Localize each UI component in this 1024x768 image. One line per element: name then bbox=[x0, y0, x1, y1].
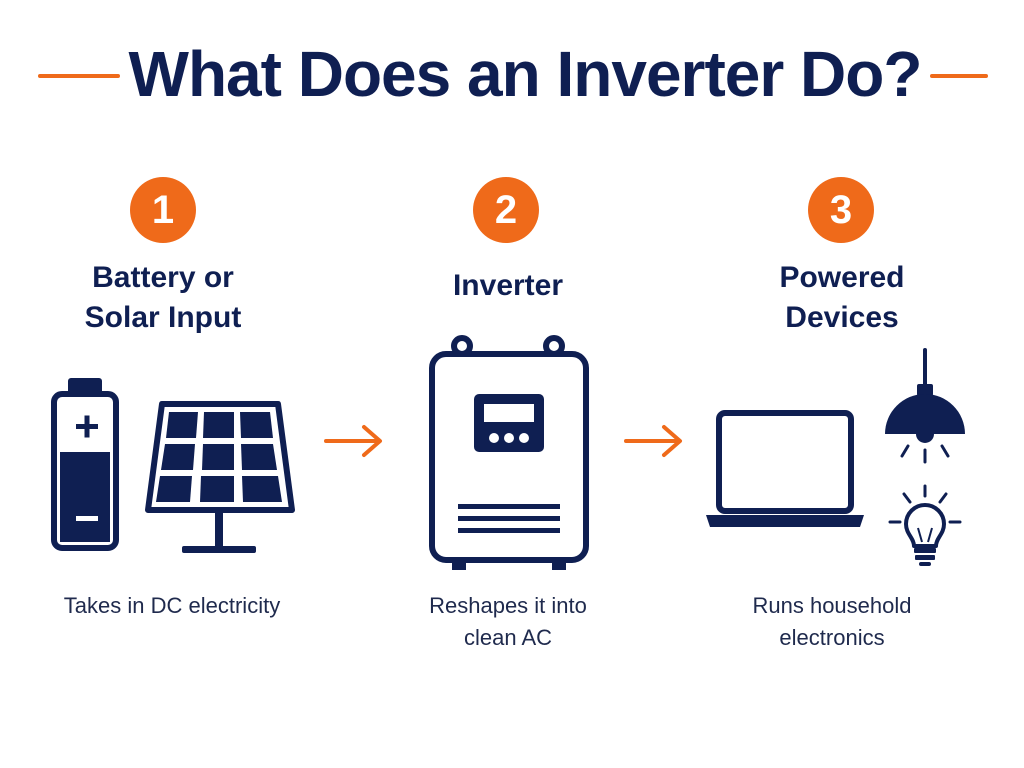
step-3-description-line: electronics bbox=[779, 625, 885, 650]
step-1-title-line: Solar Input bbox=[84, 301, 242, 334]
arrow-right-icon bbox=[624, 425, 682, 457]
step-1-number-badge: 1 bbox=[130, 177, 196, 243]
step-2-title-line: Inverter bbox=[452, 269, 564, 302]
step-3-title: Powered Devices bbox=[720, 258, 964, 338]
step-3-number-badge: 3 bbox=[808, 177, 874, 243]
step-2-description-line: clean AC bbox=[463, 625, 553, 650]
title-decoration-right bbox=[930, 74, 988, 78]
light-bulb-icon bbox=[888, 484, 962, 566]
step-3-title-line: Powered bbox=[779, 261, 905, 294]
arrow-right-icon bbox=[324, 425, 382, 457]
step-3-description: Runs household electronics bbox=[712, 590, 952, 654]
page-title: What Does an Inverter Do? bbox=[128, 38, 923, 110]
step-2-description: Reshapes it into clean AC bbox=[388, 590, 628, 654]
title-decoration-left bbox=[38, 74, 120, 78]
pendant-lamp-icon bbox=[885, 348, 965, 464]
step-1-title-line: Battery or bbox=[92, 261, 234, 294]
battery-icon bbox=[51, 378, 119, 551]
step-3-title-line: Devices bbox=[785, 301, 899, 334]
laptop-icon bbox=[706, 410, 864, 527]
step-1-description-line: Takes in DC electricity bbox=[63, 593, 281, 618]
step-3-description-line: Runs household bbox=[752, 593, 912, 618]
step-1-title: Battery or Solar Input bbox=[40, 258, 286, 338]
step-2-number-badge: 2 bbox=[473, 177, 539, 243]
step-2-description-line: Reshapes it into bbox=[429, 593, 587, 618]
step-2-title: Inverter bbox=[388, 266, 628, 306]
solar-panel-icon bbox=[145, 401, 295, 553]
inverter-icon bbox=[429, 335, 589, 570]
step-1-description: Takes in DC electricity bbox=[40, 590, 304, 622]
title-row: What Does an Inverter Do? bbox=[0, 30, 1024, 120]
